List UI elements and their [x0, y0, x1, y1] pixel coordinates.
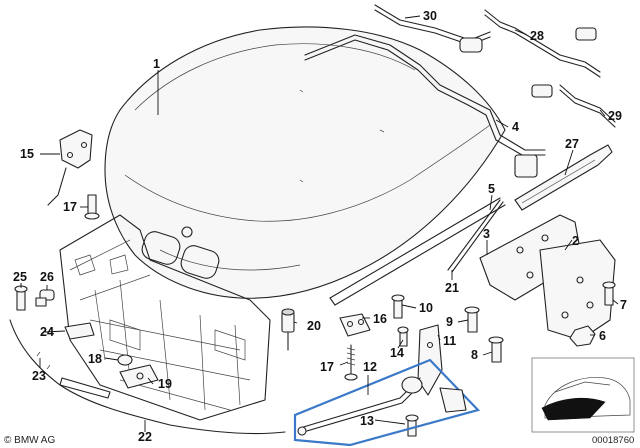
callout-labels: 1 15 17 25 26 24 23 18 19 22 20 16 17 12… — [13, 9, 627, 444]
part-14-screw — [397, 326, 409, 347]
part-7-bolt — [602, 281, 616, 306]
part-2-hinge — [539, 239, 616, 341]
callout-27: 27 — [565, 137, 579, 151]
callout-17-mid: 17 — [320, 360, 334, 374]
callout-5: 5 — [488, 182, 495, 196]
car-thumbnail — [531, 357, 635, 433]
callout-16: 16 — [373, 312, 387, 326]
callout-9: 9 — [446, 315, 453, 329]
part-16-bracket — [339, 313, 371, 337]
callout-11: 11 — [443, 334, 456, 348]
part-6-nut — [569, 325, 596, 347]
callout-2: 2 — [572, 234, 579, 248]
callout-14: 14 — [390, 346, 404, 360]
callout-19: 19 — [158, 377, 172, 391]
part-27-seal — [514, 144, 613, 211]
callout-13: 13 — [360, 414, 374, 428]
callout-4: 4 — [512, 120, 519, 134]
callout-10: 10 — [419, 301, 433, 315]
callout-12: 12 — [363, 360, 377, 374]
part-18-grommet — [117, 354, 133, 366]
part-17-bolt-mid — [344, 344, 358, 381]
part-25-bolt — [14, 285, 28, 311]
part-22-23-cable — [9, 319, 286, 435]
callout-28: 28 — [530, 29, 544, 43]
part-5-rod — [447, 199, 504, 273]
part-24-clip — [64, 322, 95, 340]
part-9-bolt — [464, 306, 480, 333]
callout-6: 6 — [599, 329, 606, 343]
part-10-bolt — [391, 294, 405, 319]
callout-15: 15 — [20, 147, 34, 161]
callout-22: 22 — [138, 430, 152, 444]
callout-25: 25 — [13, 270, 27, 284]
part-4-gasket — [304, 34, 546, 178]
part-13-bolt — [405, 414, 419, 437]
part-29-seal — [531, 84, 616, 128]
callout-18: 18 — [88, 352, 102, 366]
callout-7: 7 — [620, 298, 627, 312]
copyright-text: © BMW AG — [4, 435, 55, 446]
callout-17: 17 — [63, 200, 77, 214]
callout-21: 21 — [445, 281, 459, 295]
hood-panel — [104, 26, 506, 299]
part-8-bolt — [488, 336, 504, 363]
part-19-lock — [119, 364, 159, 389]
front-carrier — [59, 214, 271, 421]
part-12-release-lever — [293, 358, 481, 447]
part-17-bolt-left — [84, 194, 100, 220]
callout-1: 1 — [153, 57, 160, 71]
part-21-strut — [329, 197, 506, 306]
drawing-number: 00018760 — [592, 435, 634, 446]
part-28-seal — [484, 9, 601, 78]
callout-20: 20 — [307, 319, 321, 333]
part-26-bushing — [35, 289, 55, 307]
part-15-bracket — [47, 129, 93, 206]
callout-8: 8 — [471, 348, 478, 362]
callout-29: 29 — [608, 109, 622, 123]
callout-23: 23 — [32, 369, 46, 383]
part-30-seal — [374, 4, 491, 53]
leader-lines — [20, 15, 619, 432]
callout-3: 3 — [483, 227, 490, 241]
part-20-buffer — [281, 308, 295, 351]
callout-30: 30 — [423, 9, 437, 23]
callout-26: 26 — [40, 270, 54, 284]
callout-24: 24 — [40, 325, 54, 339]
